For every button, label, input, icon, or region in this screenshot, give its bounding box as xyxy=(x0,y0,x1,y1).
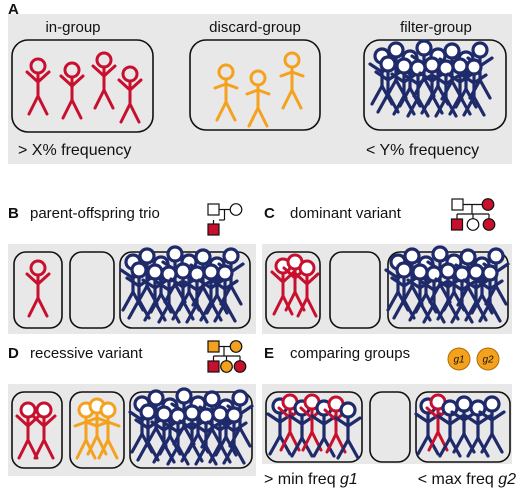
discard-group-title: discard-group xyxy=(209,19,301,36)
panel-d: D recessive variant xyxy=(8,340,256,476)
g2-icon-label: g2 xyxy=(482,355,494,366)
panel-e-letter: E xyxy=(264,345,274,362)
in-group-box xyxy=(11,39,154,133)
panel-e-title: comparing groups xyxy=(290,345,410,362)
panel-c-letter: C xyxy=(264,205,275,222)
filter-group-title: filter-group xyxy=(400,19,472,36)
panel-a-letter: A xyxy=(8,1,19,18)
panel-c: C dominant variant xyxy=(262,198,512,334)
panel-d-letter: D xyxy=(8,345,19,362)
max-freq-caption-prefix: < max freq xyxy=(418,471,498,488)
panel-c-title: dominant variant xyxy=(290,205,402,222)
panel-c-discard-group-box xyxy=(329,251,381,329)
panel-b: B parent-offspring trio xyxy=(8,203,256,334)
panel-e-discard-group-box xyxy=(369,391,411,463)
pedigree-trio-icon xyxy=(207,203,243,236)
panel-d-title: recessive variant xyxy=(30,345,143,362)
max-freq-caption: < max freq g2 xyxy=(418,471,516,488)
filter-group-caption: < Y% frequency xyxy=(366,142,479,159)
g2-group-icon: g2 xyxy=(476,347,500,371)
in-group-title: in-group xyxy=(45,19,100,36)
panel-b-title: parent-offspring trio xyxy=(30,205,160,222)
min-freq-caption-group: g1 xyxy=(340,471,358,488)
g1-icon-label: g1 xyxy=(453,355,464,366)
in-group-caption: > X% frequency xyxy=(18,142,131,159)
min-freq-caption: > min freq g1 xyxy=(264,471,358,488)
pedigree-recessive-icon xyxy=(207,340,247,373)
max-freq-caption-group: g2 xyxy=(498,471,516,488)
panel-b-letter: B xyxy=(8,205,19,222)
panel-a: A in-group discard-group filter-group > … xyxy=(8,1,512,164)
min-freq-caption-prefix: > min freq xyxy=(264,471,340,488)
panel-b-discard-group-box xyxy=(69,251,115,329)
g1-group-icon: g1 xyxy=(447,347,471,371)
panel-e: E comparing groups g1 g2 xyxy=(262,345,516,488)
pedigree-dominant-icon xyxy=(450,198,496,231)
